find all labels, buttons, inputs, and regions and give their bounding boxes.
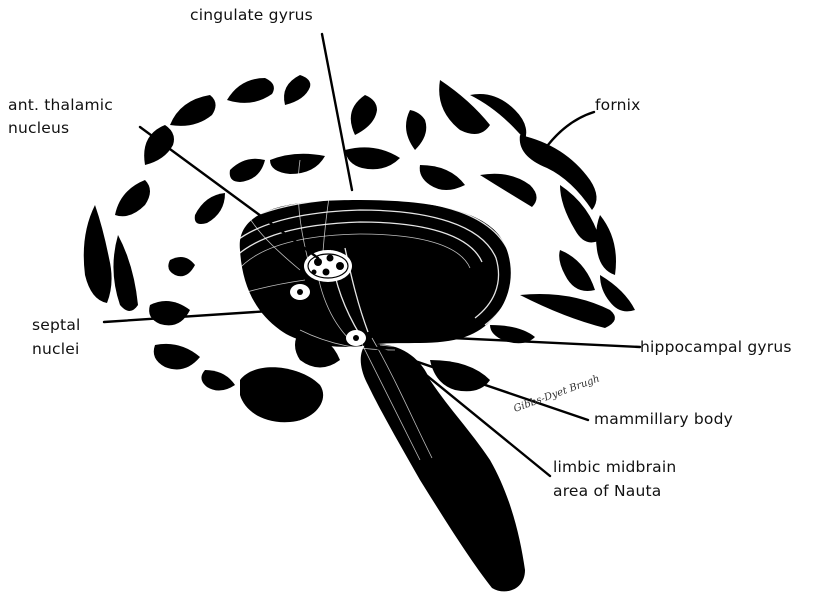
label-limbic-line1: limbic midbrain [553,458,676,476]
label-mammillary-body: mammillary body [594,410,733,428]
label-fornix: fornix [595,96,641,114]
leader-fornix [548,112,594,145]
label-ant-thalamic-line2: nucleus [8,119,69,137]
label-hippocampal-gyrus: hippocampal gyrus [640,338,792,356]
label-septal-line1: septal [32,316,81,334]
label-septal-line2: nuclei [32,340,80,358]
leader-hippocampal [452,338,640,347]
leader-cingulate-gyrus [322,34,352,190]
central-mass [240,200,525,591]
leader-septal [104,310,285,322]
label-limbic-line2: area of Nauta [553,482,661,500]
label-ant-thalamic-line1: ant. thalamic [8,96,113,114]
label-cingulate-gyrus: cingulate gyrus [190,6,313,24]
